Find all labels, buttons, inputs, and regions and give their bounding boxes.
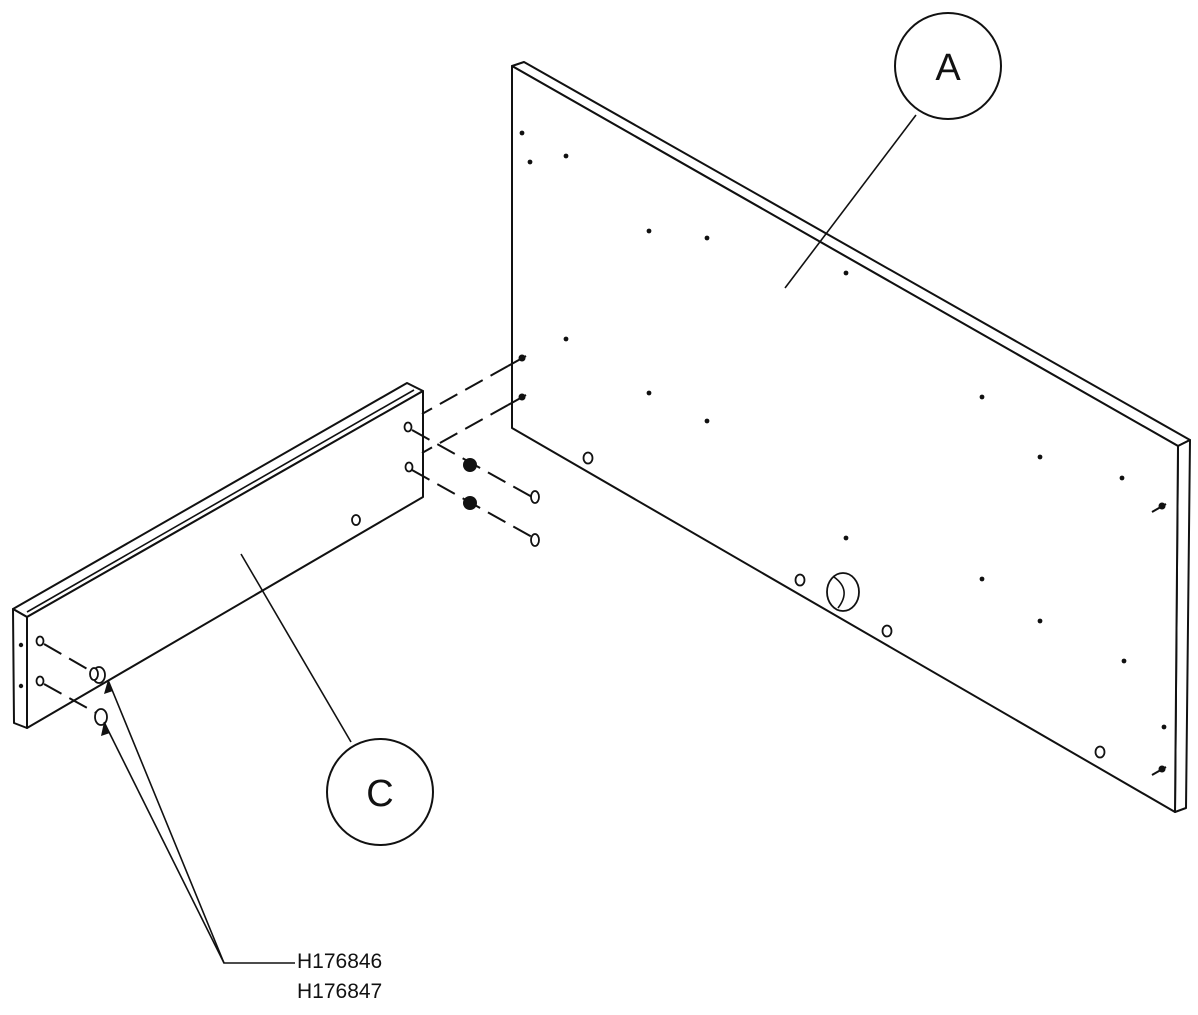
hardware-h176846-h176847 (89, 666, 108, 726)
callout-a-circle (894, 12, 1002, 120)
callout-a-leader (784, 114, 917, 289)
callout-c-circle (326, 738, 434, 846)
callout-c-leader (240, 553, 352, 743)
panel-c-holes (35, 421, 414, 687)
panel-c-front-face (26, 390, 424, 729)
callout-c-label: C (366, 773, 393, 815)
callout-c: C (240, 553, 434, 846)
panel-c (12, 382, 424, 729)
panel-a-front-face (511, 65, 1179, 813)
panel-a-edge-bolts (1151, 502, 1167, 776)
part-number-leaders (101, 679, 295, 964)
panel-a (507, 61, 1191, 813)
grommet-hole (826, 572, 860, 612)
panel-c-end-edge (12, 608, 28, 729)
part-number-1: H176846 (297, 950, 382, 973)
callout-a-label: A (935, 47, 961, 89)
part-number-2: H176847 (297, 980, 382, 1003)
panel-a-cam-bolts (507, 354, 527, 406)
panel-a-cam-holes (582, 451, 1106, 759)
callout-a: A (784, 12, 1002, 289)
cam-lock-fittings (463, 458, 540, 547)
panel-a-holes (519, 130, 1167, 730)
